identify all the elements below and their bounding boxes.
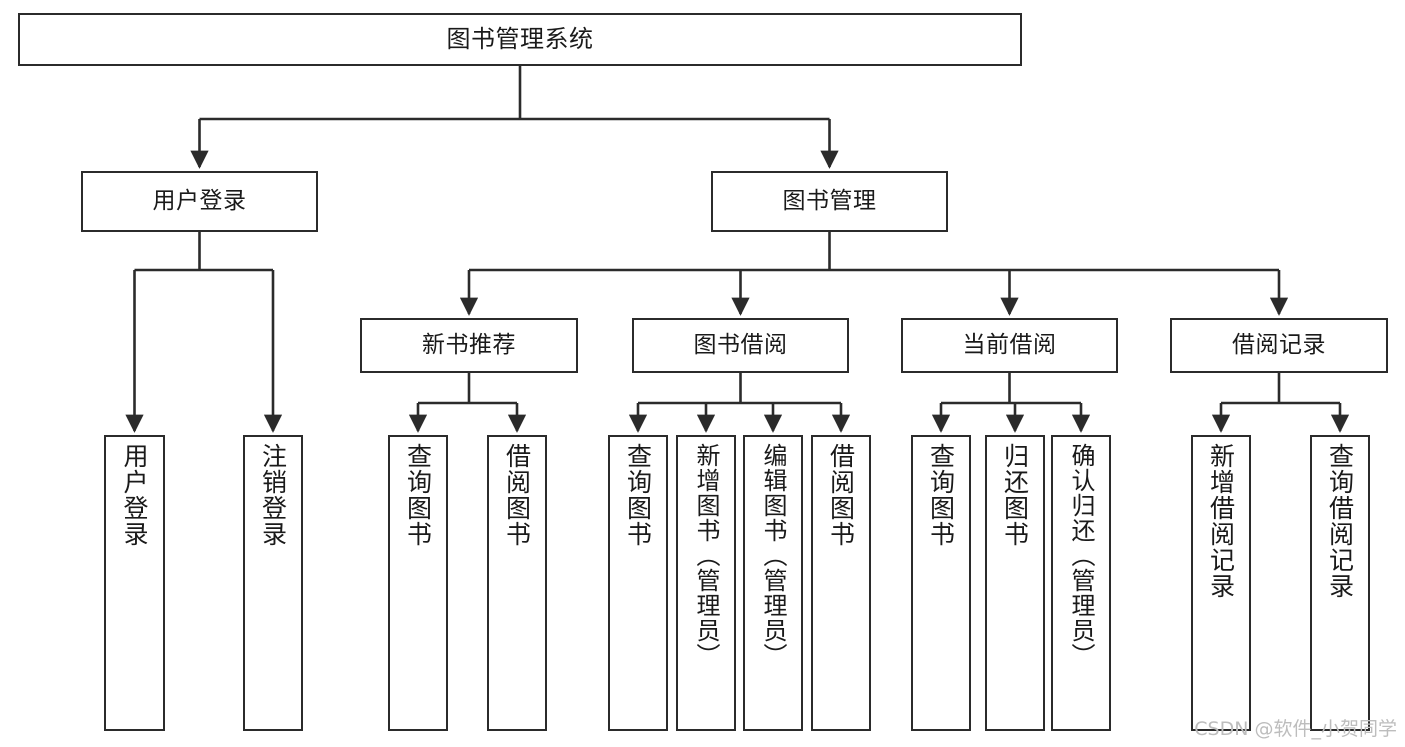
node-new-book-recommend-label: 新书推荐 [422, 332, 516, 359]
node-leaf-return-book-label: 归还图书 [1000, 443, 1030, 547]
node-borrow-record[interactable]: 借阅记录 [1170, 318, 1388, 373]
node-leaf-add-record-label: 新增借阅记录 [1206, 443, 1236, 599]
node-leaf-query-book-3-label: 查询图书 [926, 443, 956, 547]
node-leaf-borrow-book-2-label: 借阅图书 [826, 443, 856, 547]
node-leaf-confirm-return[interactable]: 确认归还（管理员） [1051, 435, 1111, 731]
node-leaf-query-record-label: 查询借阅记录 [1325, 443, 1355, 599]
node-leaf-query-record[interactable]: 查询借阅记录 [1310, 435, 1370, 731]
node-root-label: 图书管理系统 [446, 24, 594, 53]
node-leaf-borrow-book-1-label: 借阅图书 [502, 443, 532, 547]
node-user-login[interactable]: 用户登录 [81, 171, 318, 232]
node-leaf-query-book-1[interactable]: 查询图书 [388, 435, 448, 731]
node-leaf-edit-book-label: 编辑图书（管理员） [759, 443, 787, 668]
node-book-borrow-label: 图书借阅 [693, 332, 788, 359]
node-leaf-confirm-return-label: 确认归还（管理员） [1067, 443, 1095, 668]
node-book-borrow[interactable]: 图书借阅 [632, 318, 849, 373]
node-leaf-query-book-3[interactable]: 查询图书 [911, 435, 971, 731]
node-leaf-borrow-book-2[interactable]: 借阅图书 [811, 435, 871, 731]
node-leaf-query-book-2-label: 查询图书 [623, 443, 653, 547]
node-leaf-logout-login[interactable]: 注销登录 [243, 435, 303, 731]
node-leaf-query-book-2[interactable]: 查询图书 [608, 435, 668, 731]
node-user-login-label: 用户登录 [152, 188, 247, 215]
node-leaf-borrow-book-1[interactable]: 借阅图书 [487, 435, 547, 731]
node-leaf-add-record[interactable]: 新增借阅记录 [1191, 435, 1251, 731]
node-leaf-add-book-label: 新增图书（管理员） [692, 443, 720, 668]
node-leaf-user-login-label: 用户登录 [120, 443, 149, 547]
node-book-manage[interactable]: 图书管理 [711, 171, 948, 232]
node-leaf-return-book[interactable]: 归还图书 [985, 435, 1045, 731]
node-book-manage-label: 图书管理 [782, 188, 877, 215]
node-current-borrow[interactable]: 当前借阅 [901, 318, 1118, 373]
node-leaf-logout-login-label: 注销登录 [258, 443, 288, 547]
node-borrow-record-label: 借阅记录 [1232, 332, 1326, 359]
node-leaf-add-book[interactable]: 新增图书（管理员） [676, 435, 736, 731]
node-root[interactable]: 图书管理系统 [18, 13, 1022, 66]
node-leaf-user-login[interactable]: 用户登录 [104, 435, 165, 731]
node-leaf-edit-book[interactable]: 编辑图书（管理员） [743, 435, 803, 731]
node-new-book-recommend[interactable]: 新书推荐 [360, 318, 578, 373]
watermark: CSDN @软件_小贺同学 [1194, 718, 1397, 740]
node-leaf-query-book-1-label: 查询图书 [403, 443, 433, 547]
node-current-borrow-label: 当前借阅 [962, 332, 1057, 359]
